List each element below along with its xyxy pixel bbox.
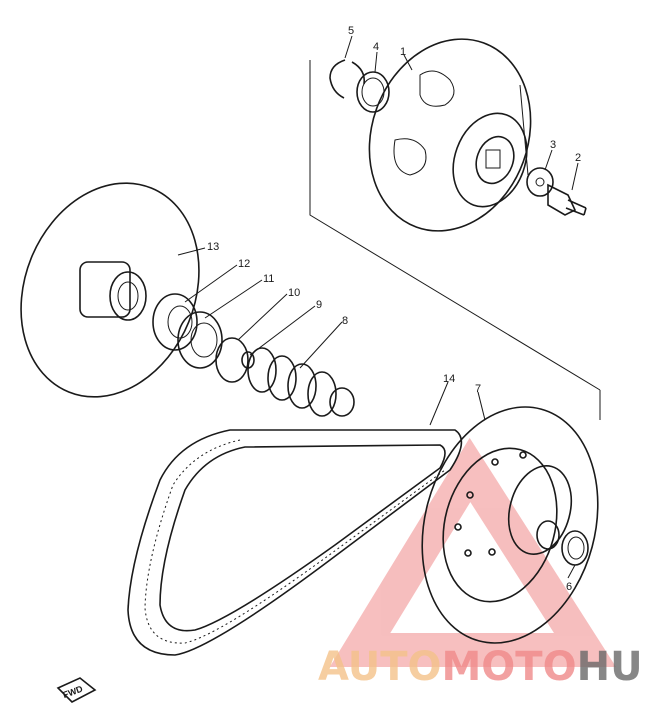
leader-lines: [177, 35, 579, 579]
washer-3: [526, 167, 554, 197]
circlip-top: [329, 59, 366, 99]
watermark-logo: AUTOMOTOHUB: [318, 644, 646, 690]
watermark-part-hub: HUB: [577, 644, 646, 690]
callout-3: 3: [550, 139, 556, 151]
drive-belt: [127, 429, 463, 656]
compression-spring: [247, 347, 355, 417]
watermark-part-moto: MOTO: [442, 644, 577, 690]
section-boundary-lines: [309, 60, 601, 420]
callout-13: 13: [207, 241, 219, 253]
callout-6: 6: [566, 581, 572, 593]
callout-5-top: 5: [348, 25, 354, 37]
callout-2: 2: [575, 152, 581, 164]
svg-text:AUTOMOTOHUB: AUTOMOTOHUB: [318, 644, 646, 690]
fixed-sheave-disc: [368, 38, 532, 232]
secondary-sheave-disc: [421, 406, 599, 644]
callout-14: 14: [443, 373, 455, 385]
callout-4: 4: [373, 41, 379, 53]
circlip-6: [561, 530, 589, 566]
watermark-triangle: [329, 437, 617, 667]
primary-collar-12: [152, 293, 198, 351]
callout-7: 7: [475, 383, 481, 395]
callout-8: 8: [342, 315, 348, 327]
callout-12: 12: [238, 258, 250, 270]
watermark-part-auto: AUTO: [318, 644, 442, 690]
callout-labels: 5 4 1 3 2 13 12 11 10 9 8 14 7 6: [207, 25, 581, 593]
washer-top: [356, 71, 390, 113]
callout-10: 10: [288, 287, 300, 299]
fwd-direction-tag: FWD: [56, 677, 97, 703]
callout-9: 9: [316, 299, 322, 311]
callout-1: 1: [400, 46, 406, 58]
ring-10: [215, 337, 249, 383]
movable-sheave-disc: [20, 182, 200, 398]
bolt-2: [547, 183, 587, 216]
spacer-11: [177, 311, 223, 369]
callout-11: 11: [263, 273, 274, 285]
